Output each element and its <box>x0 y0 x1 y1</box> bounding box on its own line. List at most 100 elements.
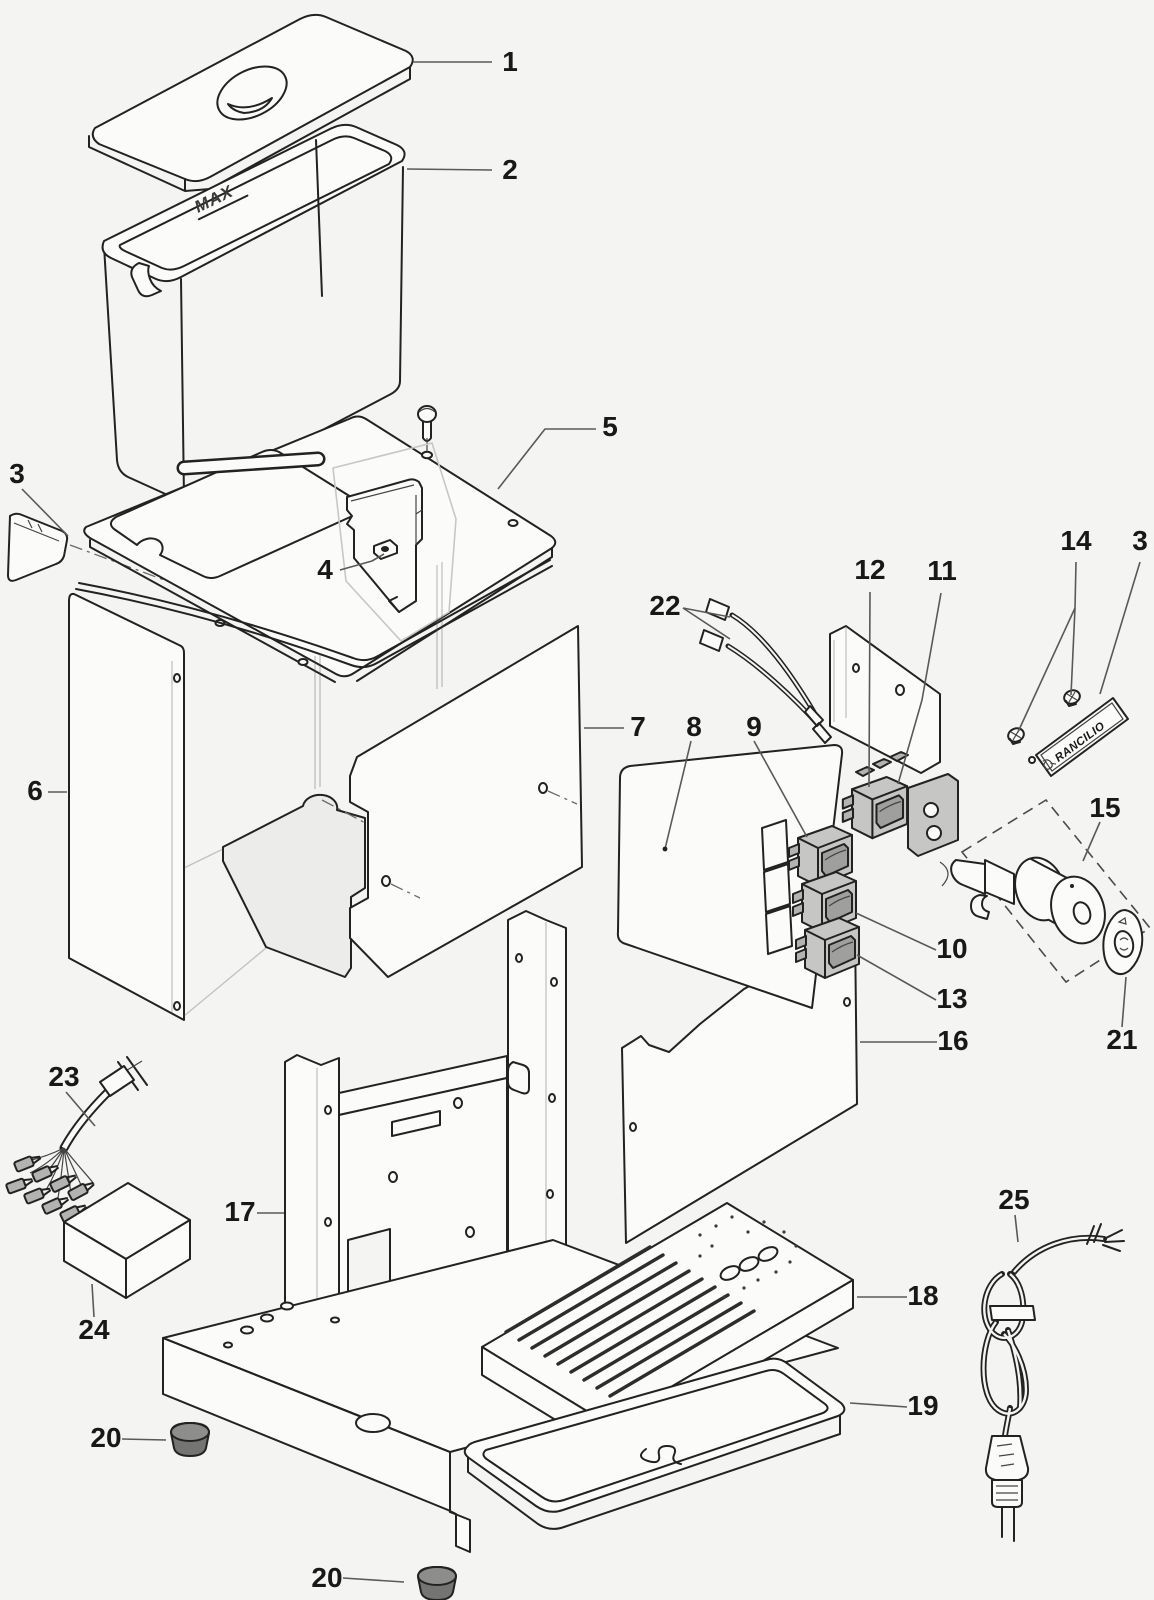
part-number-label: 8 <box>686 711 702 742</box>
part-number-label: 16 <box>937 1025 968 1056</box>
part-number-label: 19 <box>907 1390 938 1421</box>
callout-leader <box>91 1283 95 1318</box>
part-4-square-nut <box>373 539 398 560</box>
part-number-label: 20 <box>311 1562 342 1593</box>
callout-leader <box>65 1091 96 1127</box>
callout-11: 11 <box>897 555 957 785</box>
callout-leader <box>21 488 69 537</box>
wire-terminal <box>705 598 730 621</box>
callout-leader <box>682 607 731 640</box>
part-number-label: 22 <box>649 590 680 621</box>
cord-plug <box>984 1435 1030 1542</box>
part-number-label: 5 <box>602 411 618 442</box>
part-number-label: 3 <box>9 458 25 489</box>
callout-22: 22 <box>649 590 731 640</box>
callout-leader <box>1121 976 1127 1028</box>
callout-leader <box>342 1577 405 1583</box>
part-22-wires <box>699 598 832 744</box>
part-number-label: 17 <box>224 1196 255 1227</box>
callout-17: 17 <box>224 1196 284 1227</box>
callout-25: 25 <box>998 1184 1030 1243</box>
callout-18: 18 <box>857 1280 939 1311</box>
badge-logo <box>1042 759 1057 770</box>
callout-5: 5 <box>497 411 618 490</box>
switch-mount-bracket <box>829 625 941 774</box>
part-7-side-panel <box>349 625 583 978</box>
part-number-label: 2 <box>502 154 518 185</box>
callout-8: 8 <box>662 711 702 852</box>
callout-leader <box>849 1402 908 1408</box>
part-16-lower-panel <box>621 927 858 1244</box>
part-number-label: 15 <box>1089 792 1120 823</box>
callout-7: 7 <box>584 711 646 742</box>
grate-slots <box>504 1245 756 1398</box>
part-number-label: 21 <box>1106 1024 1137 1055</box>
frame-upright-left <box>284 1054 340 1331</box>
part-1-tank-lid <box>88 13 414 192</box>
callout-leader <box>664 740 692 850</box>
callout-10: 10 <box>855 912 968 964</box>
part-number-label: 12 <box>854 554 885 585</box>
tray-drain-mark <box>640 1445 682 1465</box>
part-11-switch-plate <box>907 773 959 887</box>
part-number-label: 20 <box>90 1422 121 1453</box>
callout-21: 21 <box>1106 976 1138 1055</box>
callout-13: 13 <box>856 954 968 1014</box>
callout-leader <box>497 428 596 490</box>
callout-12: 12 <box>854 554 886 788</box>
panel-screw <box>417 405 437 451</box>
callout-4: 4 <box>317 553 385 585</box>
callout-leader <box>753 740 808 838</box>
part-6-body-shell <box>68 559 553 1021</box>
callout-3: 3 <box>1099 525 1148 695</box>
part-number-label: 6 <box>27 775 43 806</box>
callout-leader <box>339 553 385 571</box>
callout-2: 2 <box>406 154 518 185</box>
callout-15: 15 <box>1082 792 1121 862</box>
callout-leader <box>1070 607 1076 696</box>
callout-14: 14 <box>1017 525 1092 733</box>
frame-upright-right <box>507 910 567 1293</box>
callout-16: 16 <box>860 1025 969 1056</box>
callout-6: 6 <box>27 775 67 806</box>
callout-leader <box>1082 821 1101 862</box>
part-23-wiring-harness <box>4 1056 148 1231</box>
part-24-control-box <box>63 1182 191 1299</box>
callout-leader <box>897 592 942 785</box>
part-2-water-tank: MAX <box>101 123 406 501</box>
part-number-label: 4 <box>317 554 333 585</box>
part-21-knob-cap <box>1102 909 1144 976</box>
part-5-top-panel <box>83 405 557 683</box>
callout-leader <box>856 954 937 1001</box>
callout-23: 23 <box>48 1061 96 1127</box>
part-number-label: 1 <box>502 46 518 77</box>
part-number-label: 25 <box>998 1184 1029 1215</box>
callout-leader <box>868 591 871 788</box>
wire-terminal <box>699 629 724 652</box>
part-20-foot-right <box>417 1566 457 1600</box>
part-number-label: 7 <box>630 711 646 742</box>
part-number-label: 11 <box>927 555 957 586</box>
part-number-label: 10 <box>936 933 967 964</box>
callout-leader <box>855 912 937 951</box>
part-number-label: 13 <box>936 983 967 1014</box>
callout-24: 24 <box>78 1283 110 1345</box>
callout-dot <box>662 846 668 852</box>
valve-clip <box>970 894 990 920</box>
callout-leader <box>1099 561 1141 695</box>
part-19-drip-tray <box>463 1357 846 1530</box>
grate-dots <box>698 1215 798 1299</box>
part-15-valve-assembly <box>950 798 1152 984</box>
part-number-label: 18 <box>907 1280 938 1311</box>
callout-20: 20 <box>311 1562 405 1593</box>
callout-1: 1 <box>413 46 518 77</box>
callout-20: 20 <box>90 1422 167 1453</box>
callout-leader <box>121 1438 167 1441</box>
callout-leader <box>682 607 731 618</box>
part-25-power-cord <box>984 1223 1125 1542</box>
part-number-label: 3 <box>1132 525 1148 556</box>
callout-3: 3 <box>9 458 69 537</box>
part-number-label: 24 <box>78 1314 110 1345</box>
